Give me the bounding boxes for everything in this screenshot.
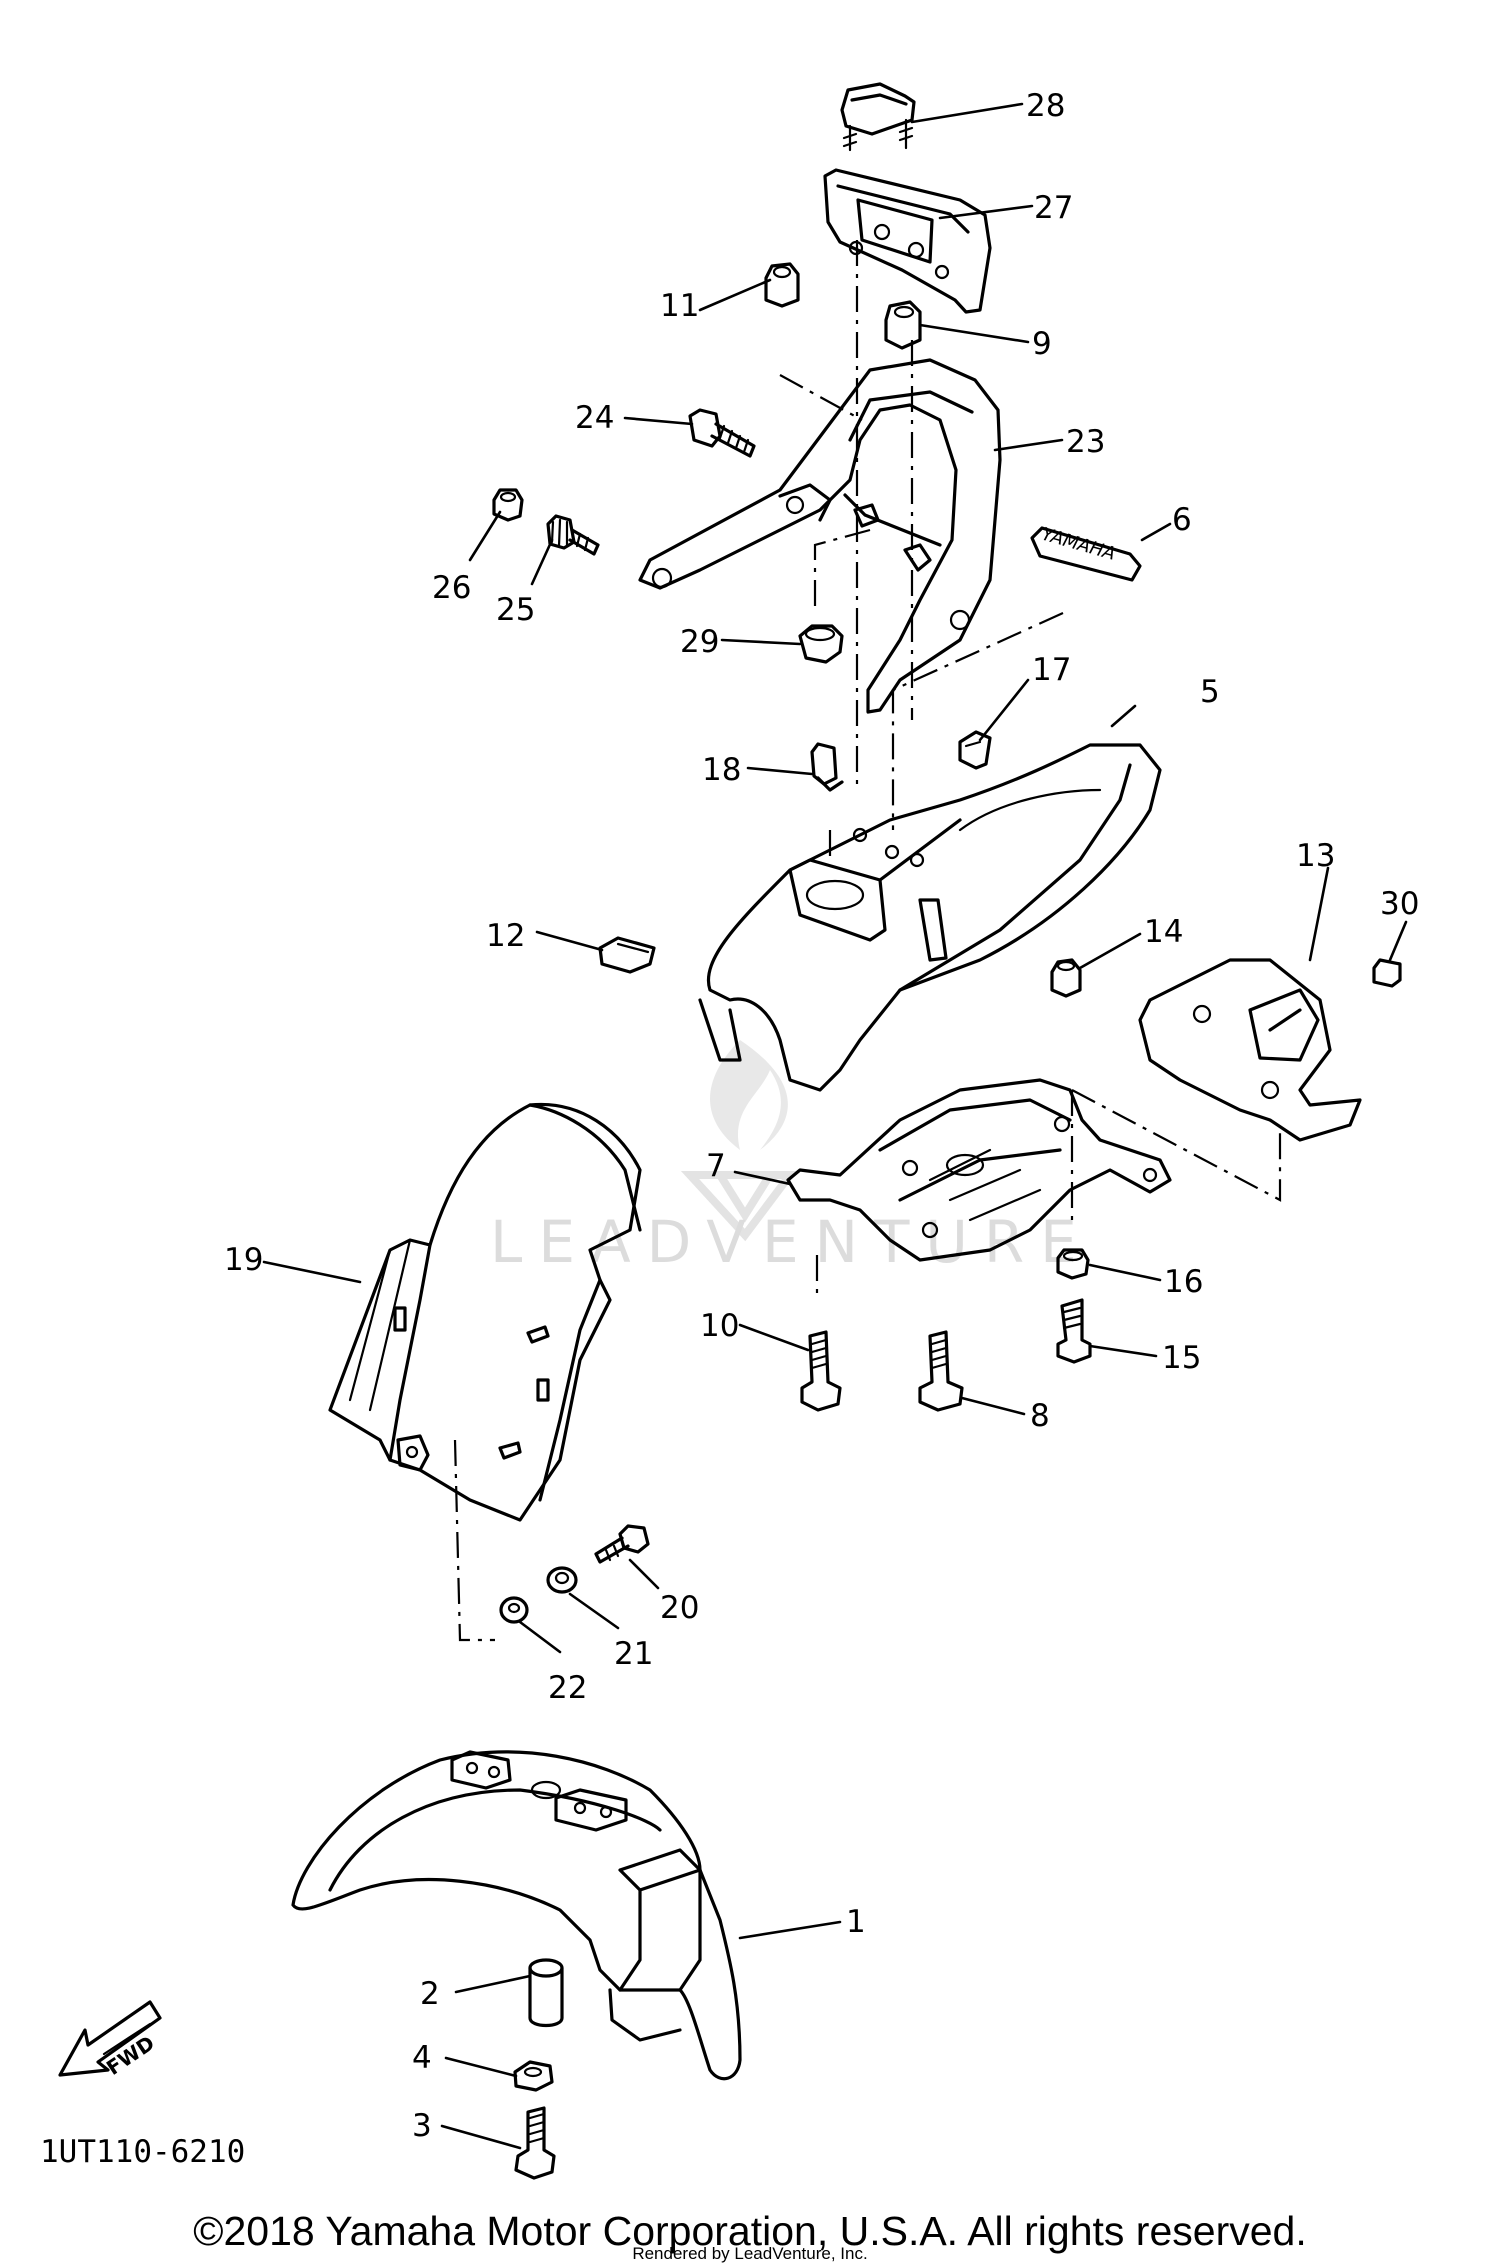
part-3-bolt bbox=[514, 2106, 556, 2180]
part-24-bolt bbox=[688, 408, 756, 458]
callout-24: 24 bbox=[575, 400, 614, 436]
callout-25: 25 bbox=[496, 592, 535, 628]
callout-13: 13 bbox=[1296, 838, 1335, 874]
part-25-bolt bbox=[546, 514, 600, 556]
callout-19: 19 bbox=[224, 1242, 263, 1278]
part-1-front-fender bbox=[291, 1750, 742, 2081]
leader-lines bbox=[262, 102, 1408, 2150]
callout-8: 8 bbox=[1030, 1398, 1050, 1434]
part-6-emblem: YAMAHA bbox=[1030, 524, 1142, 582]
callout-14: 14 bbox=[1144, 914, 1183, 950]
part-10-bolt bbox=[800, 1330, 842, 1412]
part-8-bolt bbox=[918, 1330, 964, 1412]
callout-5: 5 bbox=[1200, 674, 1220, 710]
part-11-nut bbox=[764, 262, 800, 308]
callout-7: 7 bbox=[706, 1148, 726, 1184]
callout-18: 18 bbox=[702, 752, 741, 788]
callout-1: 1 bbox=[846, 1904, 866, 1940]
callout-3: 3 bbox=[412, 2108, 432, 2144]
callout-2: 2 bbox=[420, 1976, 440, 2012]
fwd-arrow-icon: FWD bbox=[58, 2000, 162, 2080]
part-2-collar bbox=[528, 1958, 564, 2028]
callout-30: 30 bbox=[1380, 886, 1419, 922]
part-13-tail-bracket bbox=[1138, 958, 1362, 1142]
part-5-rear-fender bbox=[698, 743, 1162, 1092]
callout-27: 27 bbox=[1034, 190, 1073, 226]
part-19-inner-fender bbox=[328, 1102, 642, 1522]
part-17-clip bbox=[958, 730, 992, 770]
part-26-nut bbox=[492, 488, 524, 522]
part-28-bracket bbox=[840, 82, 916, 152]
part-15-bolt bbox=[1056, 1298, 1092, 1364]
copyright-notice: ©2018 Yamaha Motor Corporation, U.S.A. A… bbox=[193, 2208, 1307, 2254]
part-7-mud-flap bbox=[786, 1078, 1172, 1262]
callout-6: 6 bbox=[1172, 502, 1192, 538]
callout-9: 9 bbox=[1032, 326, 1052, 362]
part-21-washer bbox=[546, 1566, 578, 1594]
part-16-nut bbox=[1056, 1248, 1090, 1280]
callout-15: 15 bbox=[1162, 1340, 1201, 1376]
rendered-by-note: Rendered by LeadVenture, Inc. bbox=[632, 2244, 868, 2263]
part-9-nut bbox=[884, 300, 922, 350]
part-14-rubber bbox=[1050, 958, 1082, 998]
callout-16: 16 bbox=[1164, 1264, 1203, 1300]
callout-22: 22 bbox=[548, 1670, 587, 1706]
callout-21: 21 bbox=[614, 1636, 653, 1672]
callout-20: 20 bbox=[660, 1590, 699, 1626]
callout-23: 23 bbox=[1066, 424, 1105, 460]
watermark-text: LEADVENTURE bbox=[490, 1208, 1093, 1276]
part-4-nut bbox=[513, 2060, 554, 2092]
callout-12: 12 bbox=[486, 918, 525, 954]
watermark: LEADVENTURE bbox=[490, 1040, 1093, 1276]
callout-10: 10 bbox=[700, 1308, 739, 1344]
part-22-washer bbox=[499, 1596, 529, 1624]
part-23-frame bbox=[638, 358, 1002, 714]
callout-17: 17 bbox=[1032, 652, 1071, 688]
callout-4: 4 bbox=[412, 2040, 432, 2076]
part-29-grommet bbox=[798, 624, 844, 664]
callout-28: 28 bbox=[1026, 88, 1065, 124]
part-18-clip bbox=[810, 742, 844, 792]
part-27-bracket bbox=[823, 168, 992, 314]
callout-29: 29 bbox=[680, 624, 719, 660]
callout-26: 26 bbox=[432, 570, 471, 606]
part-12-connector bbox=[598, 936, 656, 974]
part-20-bolt bbox=[594, 1524, 650, 1564]
part-30-clip bbox=[1372, 958, 1402, 988]
callout-11: 11 bbox=[660, 288, 699, 324]
diagram-code: 1UT110-6210 bbox=[40, 2134, 245, 2170]
callout-labels: 28 27 11 9 24 23 6 26 25 29 17 5 18 13 3… bbox=[224, 88, 1419, 2144]
